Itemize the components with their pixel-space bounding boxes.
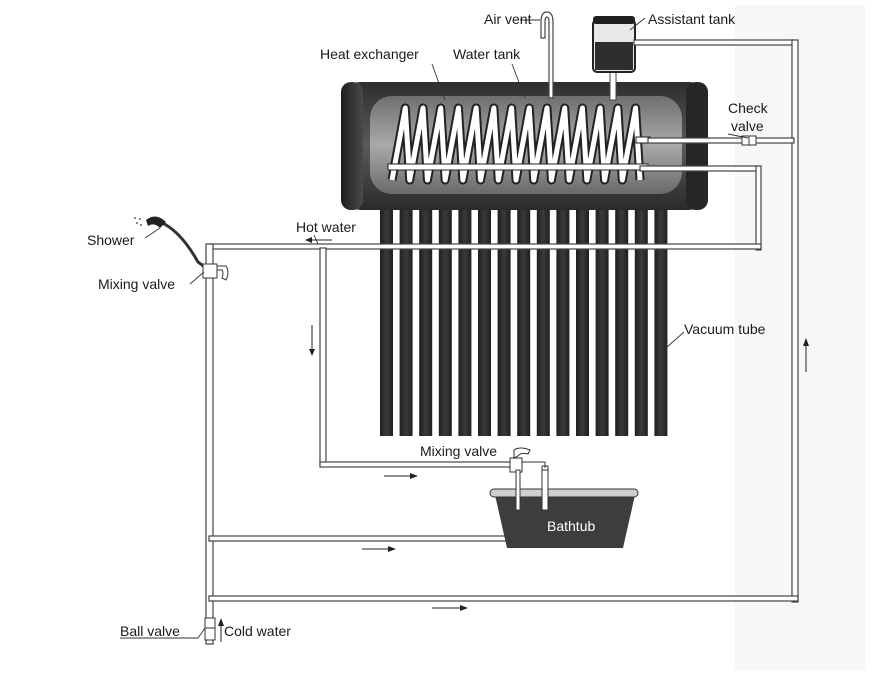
leader-hot-water <box>313 234 319 245</box>
shower <box>134 216 207 270</box>
flow-arrow-hot-left-head <box>305 237 312 243</box>
vacuum-tube <box>576 208 589 436</box>
pipe-bath-feed <box>319 461 521 468</box>
bathtub-faucet-pipe <box>541 469 549 511</box>
label-mixing-valve-bath: Mixing valve <box>420 443 497 459</box>
leader-assistant-tank <box>629 17 646 31</box>
pipe-coil-out <box>639 165 761 172</box>
flow-arrow-cold-up-head <box>218 618 224 626</box>
flow-arrow-down-head <box>309 349 315 356</box>
leader-vacuum-tube <box>665 331 685 349</box>
shower-hose <box>159 220 207 270</box>
pipe-right-riser <box>791 39 799 603</box>
label-air-vent: Air vent <box>484 11 532 27</box>
air-vent-pipe <box>540 11 554 99</box>
label-check-valve-1: Check <box>728 100 769 116</box>
left-mixing-valve <box>202 263 229 281</box>
pipe-check-valve <box>647 137 795 144</box>
bath-spout-elbow <box>522 461 546 468</box>
assistant-tank <box>592 16 636 101</box>
vacuum-tube <box>458 208 472 436</box>
label-mixing-valve-left: Mixing valve <box>98 276 175 292</box>
label-check-valve-2: valve <box>731 118 764 134</box>
flow-arrow-right-2-head <box>388 546 396 552</box>
label-heat-exchanger: Heat exchanger <box>320 46 419 62</box>
leader-shower <box>144 227 161 239</box>
shower-spray-3 <box>140 224 142 226</box>
vacuum-tube <box>399 208 413 436</box>
flow-arrows <box>218 237 809 642</box>
bathtub <box>489 469 639 548</box>
leader-water-tank <box>511 63 526 99</box>
bath-valve-handle <box>513 447 531 459</box>
pipe-left-vertical <box>205 243 214 645</box>
leader-lines <box>120 17 749 639</box>
vacuum-tube <box>595 208 609 436</box>
leader-mixing-left <box>189 271 205 285</box>
label-assistant-tank: Assistant tank <box>648 11 736 27</box>
leader-heat-exchanger <box>431 63 446 101</box>
water-tank-assembly <box>341 82 708 210</box>
assistant-tank-water <box>595 42 633 70</box>
vacuum-tube <box>517 208 531 436</box>
assistant-tank-cap <box>593 16 635 24</box>
label-hot-water: Hot water <box>296 219 356 235</box>
vacuum-tube <box>536 208 550 436</box>
vacuum-tube <box>380 208 393 436</box>
vacuum-tubes <box>380 208 668 436</box>
water-tank-right-cap <box>686 82 708 210</box>
bathtub-body <box>495 495 635 548</box>
coil-pipe <box>389 105 643 183</box>
label-cold-water: Cold water <box>224 623 291 639</box>
bathtub-inner-pipe <box>515 469 521 511</box>
pipe-hot-water <box>208 243 762 250</box>
pipe-bath-drop <box>319 247 327 467</box>
shower-spray-2 <box>136 222 138 224</box>
flow-arrow-right-3-head <box>460 605 468 611</box>
pipe-loop-vertical <box>755 165 762 251</box>
pipe-bath-cold <box>208 535 510 542</box>
vacuum-tube <box>419 208 433 436</box>
pipe-cold-main <box>208 595 799 602</box>
left-valve-body <box>202 263 218 279</box>
background-panel <box>735 5 865 670</box>
shower-spray-1 <box>139 218 141 220</box>
left-valve-handle <box>216 265 229 281</box>
ball-valve-body <box>204 617 216 641</box>
vacuum-tube <box>478 208 491 436</box>
vacuum-tube <box>497 208 511 436</box>
vacuum-tube <box>438 208 452 436</box>
flow-arrow-up-head <box>803 338 809 346</box>
pipe-assistant-out <box>633 39 795 46</box>
label-shower: Shower <box>87 232 135 248</box>
shower-spray-4 <box>134 217 136 219</box>
vacuum-tube <box>634 208 648 436</box>
assistant-tank-stem <box>609 69 617 101</box>
shower-head <box>146 216 166 228</box>
flow-arrow-right-1-head <box>410 473 418 479</box>
label-ball-valve: Ball valve <box>120 623 180 639</box>
label-vacuum-tube: Vacuum tube <box>684 321 766 337</box>
water-tank-left-cap <box>341 82 363 210</box>
leader-check-valve <box>727 133 749 139</box>
heat-exchanger-coil <box>387 103 651 185</box>
leader-ball-valve <box>120 627 206 639</box>
coil-return-pipe <box>387 163 649 171</box>
bathtub-rim <box>489 488 639 498</box>
vacuum-tube <box>615 208 629 436</box>
ball-valve <box>204 617 216 641</box>
vacuum-tube <box>654 208 668 436</box>
vacuum-tube <box>556 208 570 436</box>
label-bathtub: Bathtub <box>547 518 595 534</box>
label-water-tank: Water tank <box>453 46 521 62</box>
